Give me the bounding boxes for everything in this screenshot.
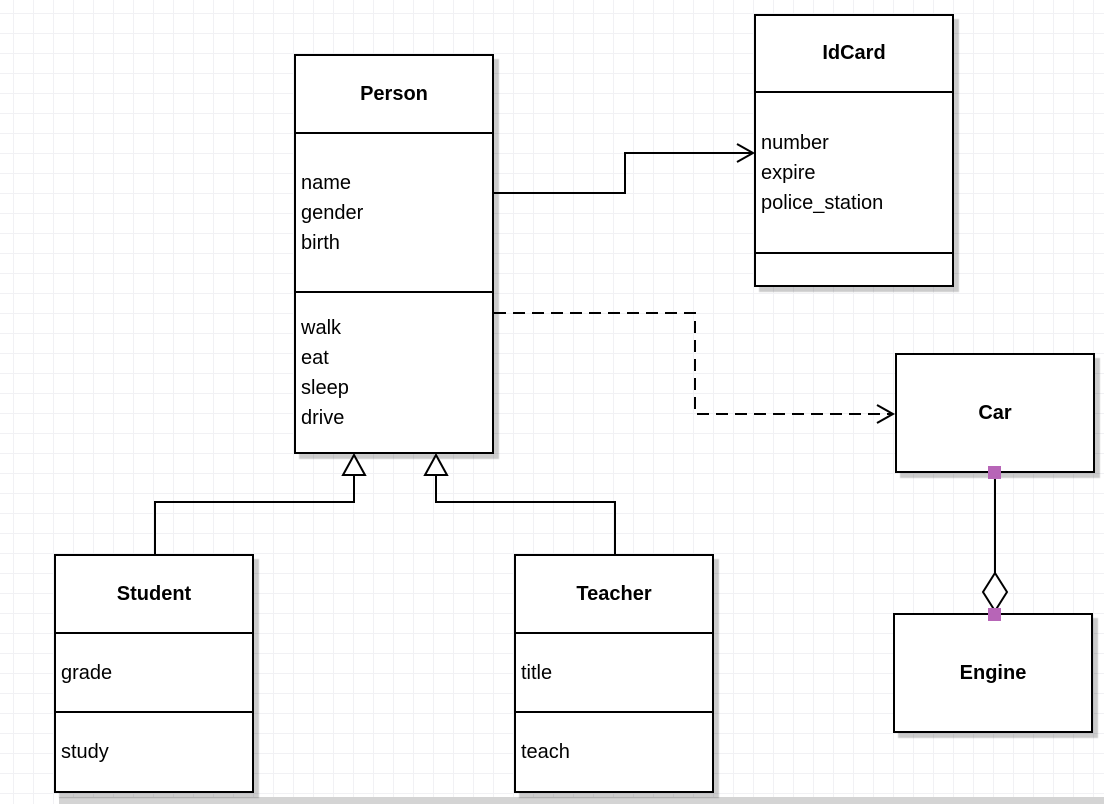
class-title-car: Car	[978, 401, 1012, 424]
attribute-item: birth	[301, 231, 340, 254]
student-attributes-section: grade	[56, 634, 252, 713]
method-item: walk	[301, 316, 342, 339]
edge-generalization-student-person[interactable]	[154, 452, 367, 554]
hollow-triangle-icon	[341, 452, 367, 476]
attribute-item: name	[301, 171, 352, 194]
hollow-triangle-icon	[423, 452, 449, 476]
student-methods-section: study	[56, 713, 252, 791]
class-title-teacher: Teacher	[516, 556, 712, 634]
person-methods-section: walk eat sleep drive	[296, 293, 492, 452]
method-item: drive	[301, 406, 345, 429]
class-box-car[interactable]: Car	[895, 353, 1095, 473]
attribute-item: number	[761, 131, 829, 154]
open-arrowhead-icon	[736, 143, 756, 163]
idcard-attributes-section: number expire police_station	[756, 93, 952, 254]
hollow-diamond-icon	[981, 571, 1009, 613]
class-box-student[interactable]: Student grade study	[54, 554, 254, 793]
edge-aggregation-car-engine[interactable]	[981, 466, 1009, 621]
canvas-bottom-strip	[59, 797, 1104, 804]
method-item: teach	[521, 741, 570, 763]
edge-association-person-idcard[interactable]	[494, 143, 756, 194]
attribute-item: grade	[61, 661, 113, 684]
method-item: eat	[301, 346, 329, 369]
generalization-line[interactable]	[154, 474, 355, 554]
method-item: study	[61, 741, 109, 763]
method-item: sleep	[301, 376, 349, 399]
class-box-idcard[interactable]: IdCard number expire police_station	[754, 14, 954, 287]
attribute-item: police_station	[761, 191, 884, 214]
class-title-person: Person	[296, 56, 492, 134]
idcard-methods-section	[756, 254, 952, 285]
teacher-attributes-section: title	[516, 634, 712, 713]
generalization-line[interactable]	[435, 474, 616, 554]
dependency-line[interactable]	[494, 312, 891, 415]
teacher-methods-section: teach	[516, 713, 712, 791]
attribute-item: expire	[761, 161, 816, 184]
attribute-item: gender	[301, 201, 364, 224]
class-box-person[interactable]: Person name gender birth walk eat sleep …	[294, 54, 494, 454]
association-line[interactable]	[494, 152, 751, 194]
edge-dependency-person-car[interactable]	[494, 312, 896, 424]
person-attributes-section: name gender birth	[296, 134, 492, 293]
class-title-student: Student	[56, 556, 252, 634]
class-title-idcard: IdCard	[756, 16, 952, 93]
edge-generalization-teacher-person[interactable]	[423, 452, 616, 554]
attribute-item: title	[521, 661, 553, 684]
class-box-engine[interactable]: Engine	[893, 613, 1093, 733]
class-title-engine: Engine	[959, 661, 1027, 684]
class-box-teacher[interactable]: Teacher title teach	[514, 554, 714, 793]
open-arrowhead-icon	[876, 404, 896, 424]
